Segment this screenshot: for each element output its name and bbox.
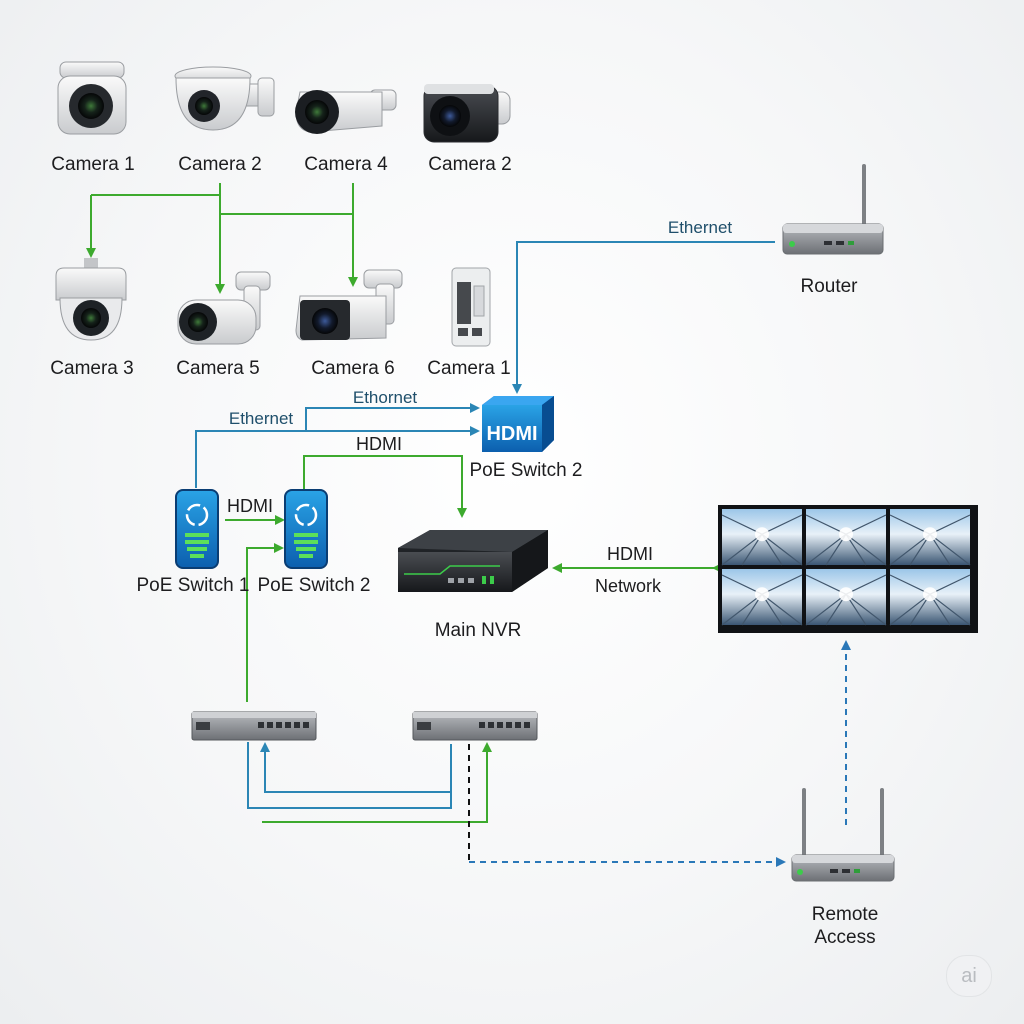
camera-top-1 <box>57 61 127 135</box>
video-wall-tile <box>721 569 803 626</box>
ai-watermark: ai <box>946 955 992 997</box>
link-rack-switch2 <box>246 543 284 702</box>
remote-access-label-line2: Access <box>814 926 876 948</box>
video-wall-tile <box>721 509 803 566</box>
video-wall-tile <box>805 509 887 566</box>
camera-top-4-label: Camera 2 <box>428 154 512 175</box>
remote-access-label: Remote Access <box>812 904 879 950</box>
edge-label-network-monitor: Network <box>594 576 662 596</box>
router-device <box>782 164 884 255</box>
link-hdmi-nvr <box>303 455 467 518</box>
video-wall-tile <box>889 569 971 626</box>
remote-access-label-line1: Remote <box>811 904 879 925</box>
camera-top-1-label: Camera 1 <box>51 154 135 175</box>
camera-bottom-4 <box>451 267 491 347</box>
edge-label-hdmi-mid: HDMI <box>356 434 402 454</box>
link-ethernet-left <box>195 426 480 488</box>
poe-switch-1-label: PoE Switch 1 <box>136 575 250 596</box>
camera-top-2-label: Camera 2 <box>178 154 262 175</box>
link-router-hdmi-box <box>512 241 775 394</box>
camera-top-3 <box>295 89 397 134</box>
video-wall <box>718 505 978 633</box>
poe-switch-2-label: PoE Switch 2 <box>257 575 371 596</box>
link-ethernet-top <box>305 403 480 431</box>
link-rack-blue <box>247 742 452 809</box>
video-wall-tile <box>889 509 971 566</box>
link-rack-green-2 <box>262 742 492 823</box>
camera-bottom-2-label: Camera 5 <box>176 358 260 379</box>
camera-top-2 <box>174 66 275 131</box>
camera-bottom-4-label: Camera 1 <box>427 358 511 379</box>
edge-label-ethernet-top: Ethornet <box>352 388 418 407</box>
hdmi-box-label: PoE Switch 2 <box>469 460 583 481</box>
edge-label-ethernet-router: Ethernet <box>667 218 733 237</box>
nvr-label: Main NVR <box>434 620 522 641</box>
remote-access-router <box>791 788 895 882</box>
edge-label-ethernet-left: Ethernet <box>228 409 294 428</box>
camera-bottom-3 <box>295 269 403 341</box>
camera-bottom-1 <box>55 258 127 341</box>
edge-label-hdmi-monitor: HDMI <box>607 544 653 564</box>
hdmi-box-text: HDMI <box>486 423 537 445</box>
hdmi-box-device <box>482 396 554 452</box>
camera-bottom-3-label: Camera 6 <box>311 358 395 379</box>
poe-switch-2-device <box>284 489 328 569</box>
camera-top-3-label: Camera 4 <box>304 154 388 175</box>
rack-switch-left <box>191 711 317 741</box>
camera-bottom-1-label: Camera 3 <box>50 358 134 379</box>
router-label: Router <box>800 276 858 297</box>
camera-top-4 <box>423 84 511 143</box>
poe-switch-1-device <box>175 489 219 569</box>
nvr-device <box>398 530 548 592</box>
video-wall-tile <box>805 569 887 626</box>
connection-lines <box>86 183 851 867</box>
camera-bottom-2 <box>177 271 271 345</box>
link-rack-blue-back <box>260 742 451 793</box>
edge-label-hdmi-switches: HDMI <box>227 496 273 516</box>
rack-switch-right <box>412 711 538 741</box>
